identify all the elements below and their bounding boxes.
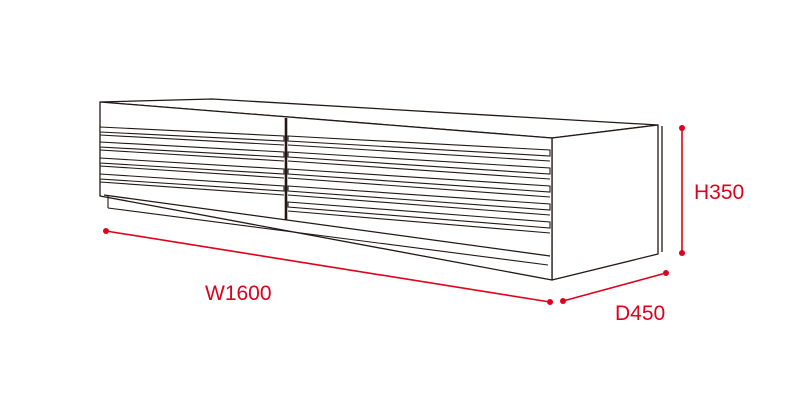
louver-shadow (287, 210, 551, 234)
louver-strip (99, 157, 285, 175)
dimension-lines (103, 125, 685, 305)
louver-strip (99, 173, 285, 192)
louver-strips-right (287, 135, 551, 234)
louver-shadow (99, 134, 285, 146)
louver-strip (287, 201, 551, 229)
depth-dimension-endpoint (560, 298, 566, 304)
depth-dimension-endpoint (663, 270, 669, 276)
depth-dimension-line (562, 272, 667, 302)
width-dimension-endpoint (547, 299, 553, 305)
louver-shadow (99, 165, 285, 179)
louver-shadow (287, 160, 551, 180)
louver-strip (99, 126, 285, 142)
plinth-edge (107, 207, 549, 266)
height-dimension-endpoint (679, 125, 685, 131)
louver-shadow (287, 177, 551, 198)
louver-strip (99, 141, 285, 158)
louver-shadow (287, 194, 551, 216)
width-label: W1600 (205, 282, 272, 305)
louver-shadow (99, 149, 285, 162)
height-dimension-endpoint (679, 250, 685, 256)
width-dimension-endpoint (103, 228, 109, 234)
width-dimension-line (105, 230, 551, 303)
height-label: H350 (694, 181, 744, 204)
side-panel (551, 124, 659, 281)
drawer-bottom-edge (103, 194, 551, 257)
louver-strip (287, 168, 551, 193)
louver-strip (287, 185, 551, 211)
louver-shadow (287, 144, 551, 162)
louver-strip (287, 151, 551, 175)
depth-label: D450 (615, 302, 665, 325)
louver-strip (287, 135, 551, 157)
louver-strips-left (99, 126, 285, 196)
louver-shadow (99, 181, 285, 196)
tv-board-drawing (99, 98, 663, 281)
